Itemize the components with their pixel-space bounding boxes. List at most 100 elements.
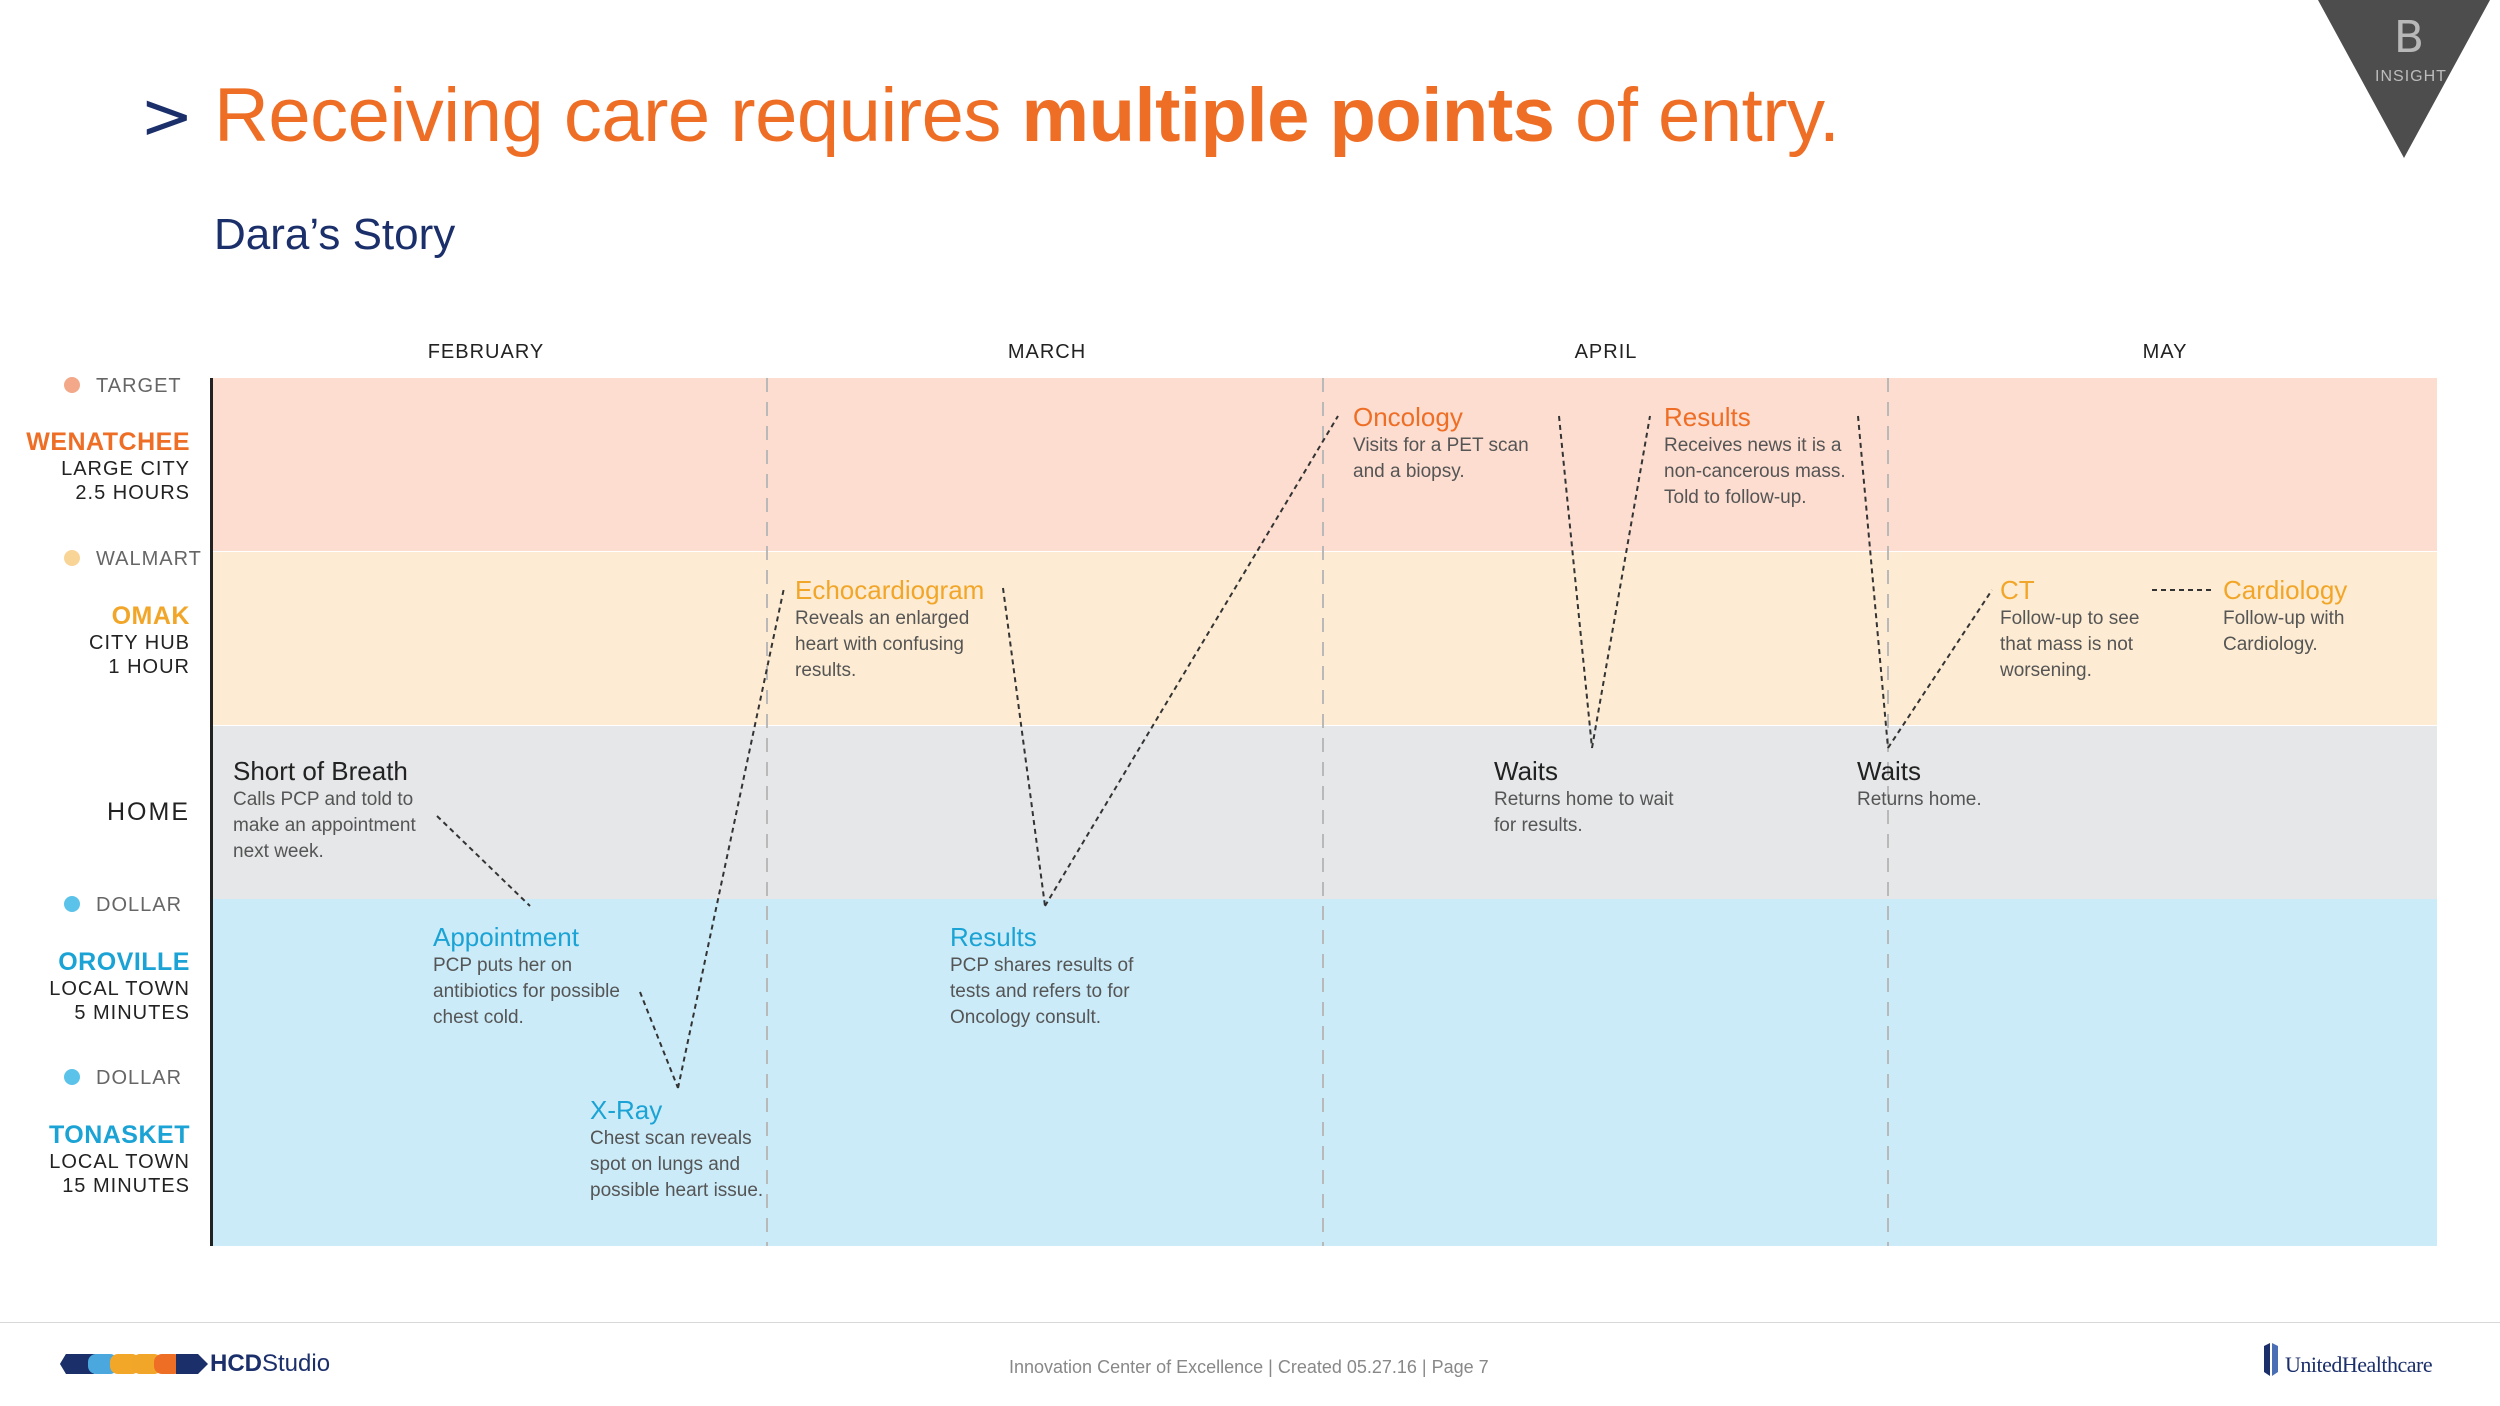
event-results-march: Results PCP shares results of tests and … — [950, 922, 1133, 1031]
store-label-dollar: DOLLAR — [64, 1067, 182, 1090]
event-title: Waits — [1494, 756, 1559, 786]
journey-path — [1002, 587, 1046, 907]
store-label-walmart: WALMART — [64, 548, 202, 571]
journey-path — [1857, 415, 1889, 749]
event-line: Visits for a PET scan — [1353, 435, 1529, 456]
page-subtitle: Dara’s Story — [214, 210, 456, 259]
event-echocardiogram: Echocardiogram Reveals an enlarged heart… — [795, 575, 984, 684]
band-dollar — [212, 899, 2437, 1246]
target-dot-icon — [64, 376, 80, 393]
event-title: Echocardiogram — [795, 575, 985, 605]
title-part: of entry. — [1554, 73, 1840, 158]
month-header: FEBRUARY — [427, 341, 545, 363]
city-distance: 1 HOUR — [108, 656, 190, 678]
event-line: Told to follow-up. — [1664, 487, 1807, 508]
event-line: that mass is not — [2000, 634, 2134, 655]
event-waits-home: Waits Returns home. — [1857, 756, 1982, 813]
event-short-of-breath: Short of Breath Calls PCP and told to ma… — [233, 756, 416, 865]
city-name: OROVILLE — [58, 948, 190, 976]
event-title: Cardiology — [2223, 575, 2348, 605]
hcd-studio-logo-icon — [60, 1354, 208, 1374]
title-part: Receiving care requires — [214, 73, 1022, 158]
insight-badge-icon — [2318, 0, 2490, 158]
dollar-dot-icon — [64, 895, 80, 912]
city-size: LOCAL TOWN — [49, 1151, 190, 1173]
event-line: tests and refers to for — [950, 981, 1130, 1002]
row-label-wenatchee: WENATCHEE LARGE CITY 2.5 HOURS — [26, 428, 190, 505]
month-header: MARCH — [1007, 341, 1087, 363]
journey-path — [1591, 415, 1651, 749]
title-emphasis: multiple points — [1021, 73, 1555, 158]
event-line: Follow-up to see — [2000, 608, 2140, 629]
event-line: Oncology consult. — [950, 1007, 1102, 1028]
row-label-tonasket: TONASKET LOCAL TOWN 15 MINUTES — [49, 1121, 190, 1198]
event-line: non-cancerous mass. — [1664, 461, 1846, 482]
city-size: LOCAL TOWN — [49, 978, 190, 1000]
city-distance: 15 MINUTES — [62, 1175, 190, 1197]
event-line: Follow-up with — [2223, 608, 2345, 629]
event-line: spot on lungs and — [590, 1154, 741, 1175]
unitedhealthcare-wordmark: UnitedHealthcare — [2285, 1352, 2433, 1377]
journey-path — [1558, 415, 1593, 749]
event-line: Cardiology. — [2223, 634, 2318, 655]
store-name: TARGET — [96, 375, 182, 397]
month-header: APRIL — [1574, 341, 1638, 363]
event-results-april: Results Receives news it is a non-cancer… — [1664, 402, 1846, 511]
footer-divider — [0, 1322, 2500, 1323]
event-line: heart with confusing — [795, 634, 964, 655]
city-distance: 2.5 HOURS — [75, 482, 190, 504]
event-line: Returns home to wait — [1494, 789, 1674, 810]
event-waits-results: Waits Returns home to wait for results. — [1494, 756, 1674, 839]
journey-path — [1887, 589, 1993, 749]
event-line: results. — [795, 660, 857, 681]
event-line: Chest scan reveals — [590, 1128, 752, 1149]
city-size: CITY HUB — [89, 632, 190, 654]
event-line: chest cold. — [433, 1007, 524, 1028]
event-line: and a biopsy. — [1353, 461, 1465, 482]
band-walmart — [212, 552, 2437, 725]
event-title: Waits — [1857, 756, 1922, 786]
event-line: for results. — [1494, 815, 1583, 836]
brand-rest: Studio — [262, 1350, 331, 1377]
store-name: DOLLAR — [96, 1067, 183, 1089]
band-target — [212, 378, 2437, 551]
event-title: Results — [1664, 402, 1751, 432]
hcd-studio-wordmark: HCDStudio — [210, 1350, 330, 1378]
event-line: possible heart issue. — [590, 1180, 764, 1201]
event-title: Short of Breath — [233, 756, 408, 786]
event-line: Reveals an enlarged — [795, 608, 970, 629]
event-line: PCP shares results of — [950, 955, 1134, 976]
store-label-target: TARGET — [64, 375, 182, 398]
city-name: TONASKET — [48, 1121, 190, 1149]
event-cardiology: Cardiology Follow-up with Cardiology. — [2223, 575, 2347, 658]
unitedhealthcare-logo-icon — [2264, 1343, 2278, 1376]
store-label-dollar: DOLLAR — [64, 894, 182, 917]
city-name: WENATCHEE — [26, 428, 190, 456]
event-line: worsening. — [2000, 660, 2092, 681]
page-title: Receiving care requires multiple points … — [214, 72, 1840, 159]
store-name: WALMART — [96, 548, 202, 570]
event-title: Oncology — [1353, 402, 1463, 432]
timeline-axis — [210, 378, 213, 1246]
journey-path — [639, 991, 679, 1089]
row-label-oroville: OROVILLE LOCAL TOWN 5 MINUTES — [49, 948, 190, 1025]
event-line: next week. — [233, 841, 324, 862]
event-line: Returns home. — [1857, 789, 1982, 810]
event-line: make an appointment — [233, 815, 416, 836]
journey-path — [677, 587, 785, 1089]
journey-path — [1044, 415, 1339, 907]
event-line: antibiotics for possible — [433, 981, 620, 1002]
event-ct: CT Follow-up to see that mass is not wor… — [2000, 575, 2139, 684]
row-label-home: HOME — [107, 798, 190, 826]
brand-bold: HCD — [210, 1350, 262, 1377]
city-name: OMAK — [111, 602, 190, 630]
event-line: PCP puts her on — [433, 955, 573, 976]
event-title: Results — [950, 922, 1037, 952]
event-line: Receives news it is a — [1664, 435, 1842, 456]
badge-label: INSIGHT — [2375, 68, 2447, 85]
event-appointment: Appointment PCP puts her on antibiotics … — [433, 922, 620, 1031]
event-oncology: Oncology Visits for a PET scan and a bio… — [1353, 402, 1529, 485]
row-label-omak: OMAK CITY HUB 1 HOUR — [89, 602, 190, 679]
journey-path — [436, 815, 531, 907]
